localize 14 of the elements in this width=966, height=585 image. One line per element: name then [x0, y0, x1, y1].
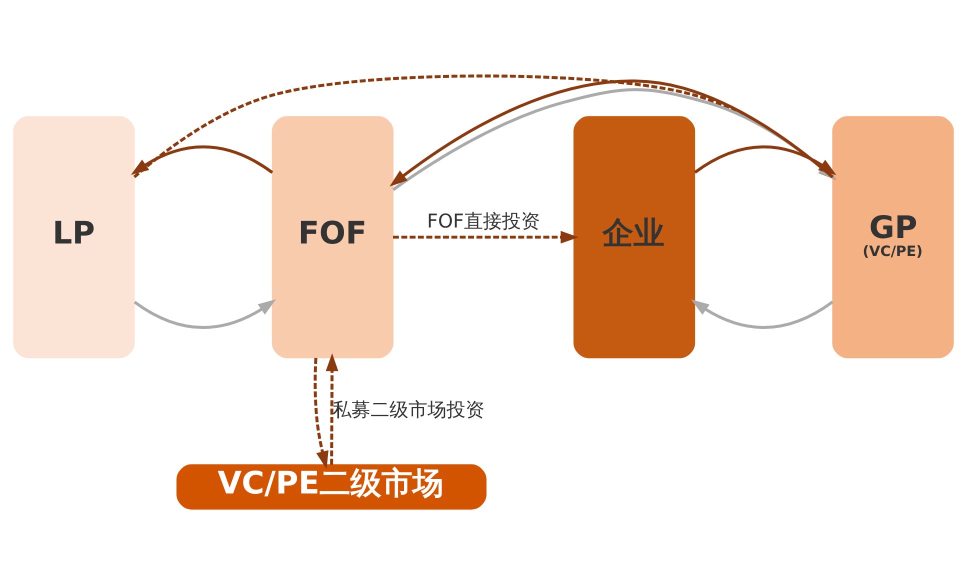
arrow	[694, 146, 836, 176]
node-box: 企业	[573, 116, 695, 358]
arrow	[690, 299, 834, 329]
node-box: LP	[12, 116, 134, 358]
edge-label: 私募二级市场投资	[332, 398, 484, 421]
node-box: VC/PE二级市场	[176, 464, 486, 510]
node-box: GP (VC/PE)	[832, 116, 954, 358]
arrow	[313, 358, 328, 470]
node-box: FOF	[271, 116, 393, 358]
arrow	[325, 353, 338, 465]
arrow	[130, 146, 273, 175]
arrow	[133, 299, 276, 329]
arrow	[392, 230, 578, 244]
edge-label: FOF直接投资	[426, 210, 540, 232]
